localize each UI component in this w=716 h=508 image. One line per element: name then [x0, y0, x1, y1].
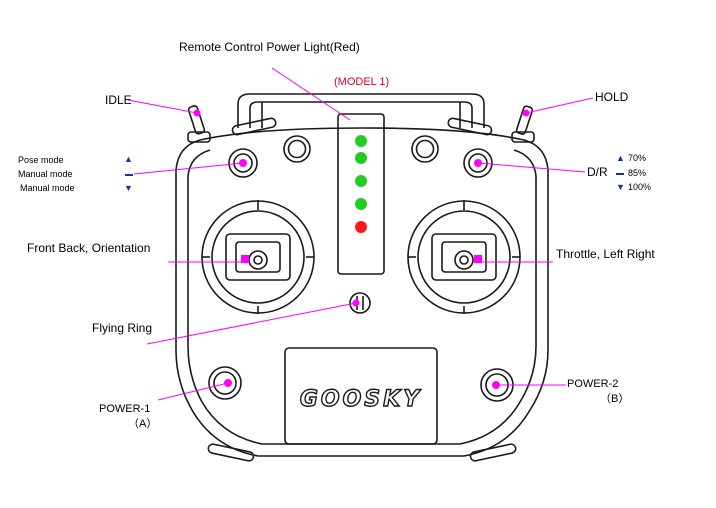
- pose-mode-switch: [228, 148, 258, 178]
- marker-idle: [193, 109, 201, 117]
- label-power-2: POWER-2: [567, 378, 619, 390]
- label-power-2-sub: （B）: [600, 393, 630, 405]
- marker-right-stick: [474, 255, 482, 263]
- label-pose-mode: Pose mode: [18, 155, 64, 165]
- lcd-screen: [284, 347, 438, 445]
- label-power-light: Remote Control Power Light(Red): [179, 40, 360, 54]
- leader-pose-mode: [133, 162, 244, 175]
- label-power-1: POWER-1: [99, 403, 151, 415]
- brand-logo: GOOSKY: [300, 387, 422, 412]
- led-green-1: [355, 135, 367, 147]
- right-gimbal-outer: [407, 200, 521, 314]
- flying-ring: [349, 292, 371, 314]
- leader-power-1: [157, 382, 229, 401]
- dash-icon: [125, 174, 133, 176]
- left-gimbal-outer: [201, 200, 315, 314]
- left-bottom-grip: [207, 443, 255, 462]
- label-manual-mode-2: Manual mode: [20, 183, 75, 193]
- marker-left-stick: [241, 255, 249, 263]
- leader-flying-ring: [146, 302, 357, 345]
- dr-dash-icon: [616, 173, 624, 175]
- marker-dr: [474, 159, 482, 167]
- power-1-button: [208, 366, 242, 400]
- marker-hold: [522, 109, 530, 117]
- label-dr-70: 70%: [628, 153, 647, 163]
- left-shoulder-grip: [231, 117, 277, 136]
- right-shoulder-grip: [447, 117, 493, 136]
- led-panel: [337, 113, 385, 275]
- left-stick: [248, 250, 268, 270]
- label-power-1-sub: （A）: [128, 418, 158, 430]
- marker-flying-ring: [352, 299, 360, 307]
- label-hold: HOLD: [595, 90, 629, 104]
- label-dr: D/R: [587, 165, 608, 179]
- led-green-4: [355, 198, 367, 210]
- hold-switch-lever: [515, 105, 534, 135]
- marker-pose-mode: [239, 159, 247, 167]
- label-dr-85: 85%: [628, 168, 647, 178]
- right-bottom-grip: [469, 443, 517, 462]
- label-idle: IDLE: [105, 93, 132, 107]
- label-throttle: Throttle, Left Right: [556, 247, 655, 261]
- led-green-3: [355, 175, 367, 187]
- carry-handle-inner: [249, 101, 473, 128]
- marker-power-1: [224, 379, 232, 387]
- leader-power-light: [271, 67, 351, 121]
- dr-down-arrow-icon: ▼: [616, 182, 625, 192]
- led-red: [355, 221, 367, 233]
- label-model: (MODEL 1): [334, 76, 390, 88]
- left-top-button: [283, 135, 311, 163]
- carry-handle: [237, 93, 485, 128]
- led-green-2: [355, 152, 367, 164]
- dr-up-arrow-icon: ▲: [616, 153, 625, 163]
- label-manual-mode-1: Manual mode: [18, 169, 73, 179]
- up-arrow-icon: ▲: [124, 154, 133, 164]
- right-stick: [454, 250, 474, 270]
- leader-dr: [477, 162, 586, 173]
- leader-idle: [127, 99, 198, 114]
- idle-switch-lever: [187, 105, 206, 135]
- dr-switch: [463, 148, 493, 178]
- marker-power-2: [492, 381, 500, 389]
- label-dr-100: 100%: [628, 182, 652, 192]
- right-top-button: [411, 135, 439, 163]
- label-front-back: Front Back, Orientation: [27, 241, 151, 255]
- leader-hold: [525, 97, 594, 114]
- label-flying-ring: Flying Ring: [92, 321, 153, 335]
- transmitter-body: [175, 127, 549, 457]
- down-arrow-icon: ▼: [124, 183, 133, 193]
